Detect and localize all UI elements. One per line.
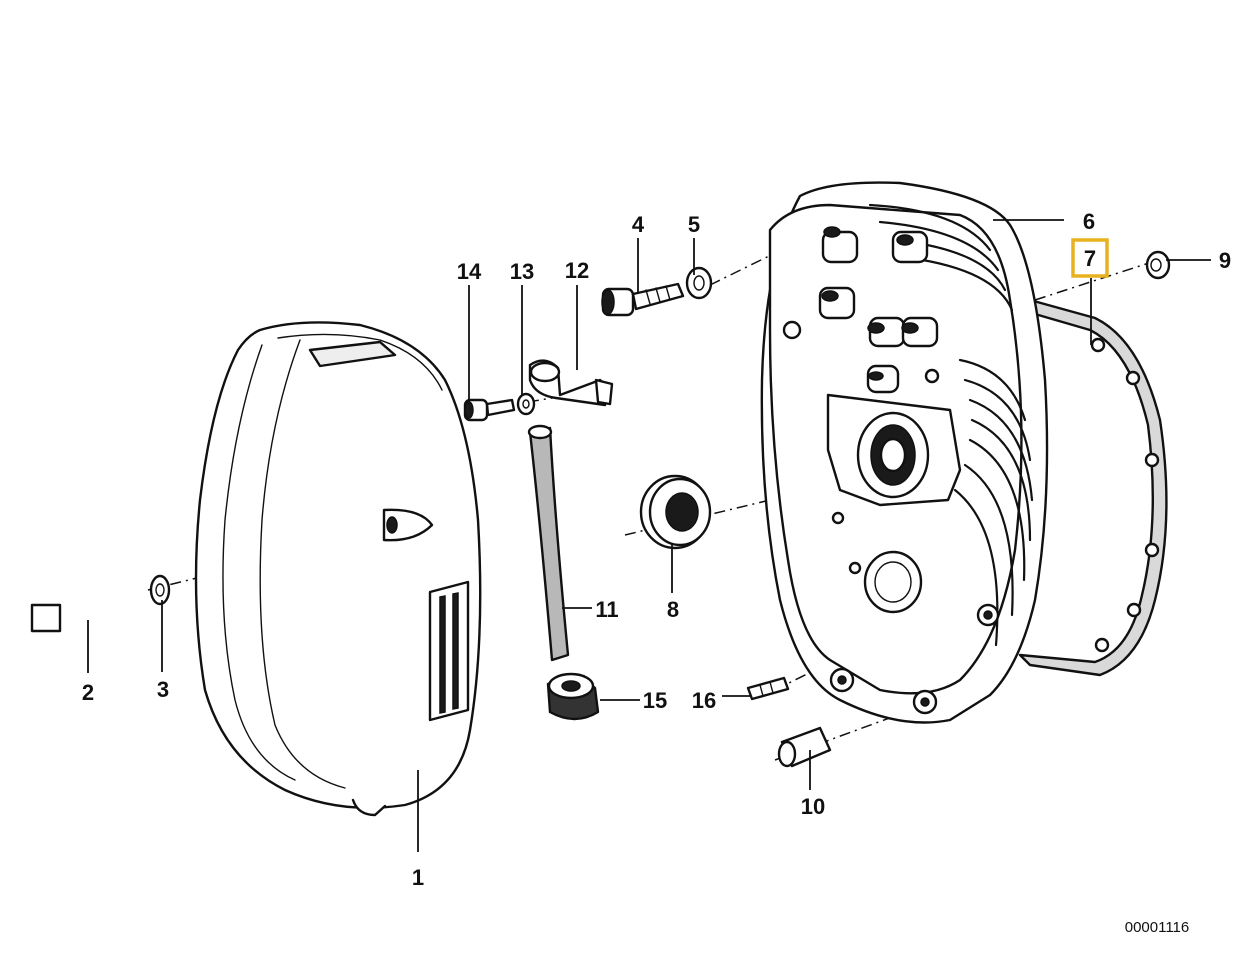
reference-number: 00001116 xyxy=(1125,919,1190,936)
callout-15: 15 xyxy=(643,688,667,713)
cap-screw-lower-drawing xyxy=(30,603,62,633)
sleeve-drawing xyxy=(777,726,832,768)
callout-1: 1 xyxy=(412,865,424,890)
screw-small-drawing xyxy=(463,398,516,422)
callout-3: 3 xyxy=(157,677,169,702)
mounting-lugs xyxy=(829,603,1000,715)
drain-boss xyxy=(831,511,923,614)
gasket-drawing xyxy=(1018,298,1168,677)
cover-drawing xyxy=(194,321,482,817)
callout-2: 2 xyxy=(82,680,94,705)
nut-drawing xyxy=(1145,250,1171,280)
callout-10: 10 xyxy=(801,794,825,819)
callout-7[interactable]: 7 xyxy=(1084,246,1096,271)
callout-16: 16 xyxy=(692,688,716,713)
callout-12: 12 xyxy=(565,258,589,283)
callout-14: 14 xyxy=(457,259,482,284)
callout-13: 13 xyxy=(510,259,534,284)
leader-lines xyxy=(87,219,1211,852)
seal-bore xyxy=(826,393,962,507)
cap-screw-upper-drawing xyxy=(601,282,685,317)
cylinder-head-cover-drawing xyxy=(760,181,1049,724)
vent-grille xyxy=(428,580,470,722)
hose-drawing xyxy=(527,424,570,662)
washer-small-drawing xyxy=(516,392,536,416)
callout-8: 8 xyxy=(667,597,679,622)
callout-11: 11 xyxy=(595,597,618,622)
grommet-drawing xyxy=(546,672,600,721)
washer-lower-drawing xyxy=(149,574,171,606)
shaft-seal-drawing xyxy=(639,474,712,550)
highlight-box xyxy=(1071,238,1109,278)
callout-4: 4 xyxy=(632,212,645,237)
callout-6: 6 xyxy=(1083,209,1095,234)
callout-9: 9 xyxy=(1219,248,1231,273)
bracket-drawing xyxy=(528,359,614,407)
rocker-bosses xyxy=(782,226,940,394)
callout-5: 5 xyxy=(688,212,700,237)
washer-upper-drawing xyxy=(685,266,713,300)
dowel-pin-drawing xyxy=(746,676,790,701)
callout-labels: 1 2 3 4 5 6 7 8 9 10 11 12 13 14 15 16 xyxy=(82,209,1231,890)
